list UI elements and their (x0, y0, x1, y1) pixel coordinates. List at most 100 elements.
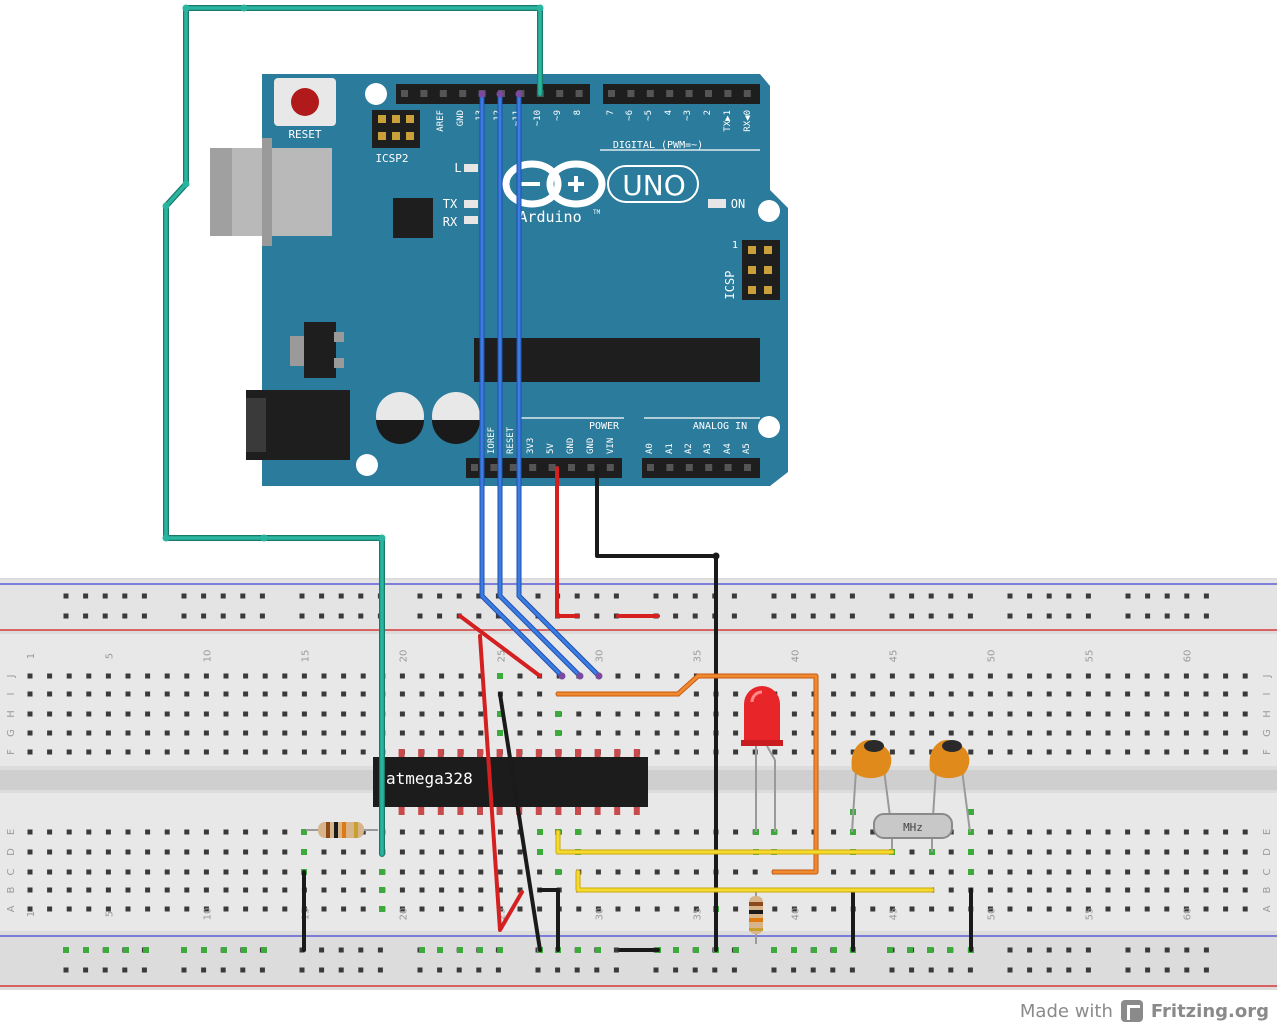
resistor-led (749, 890, 763, 944)
arduino-logo (502, 160, 699, 208)
digital-label: DIGITAL (PWM=~) (613, 140, 703, 151)
power-pin-label: GND (566, 438, 576, 454)
power-pin-label: VIN (606, 438, 616, 454)
arduino-uno-board: RESET ICSP2 L TX RX ON UNO Arduino TM DI… (210, 74, 788, 486)
bb-col-number-bottom: 25 (496, 908, 507, 921)
wire-end-marker (595, 672, 603, 680)
header-pin-label: TX▶1 (723, 110, 733, 132)
analog-pin-label: A4 (723, 443, 733, 454)
bb-col-number-top: 55 (1084, 650, 1095, 663)
wire-end-marker (240, 4, 248, 12)
wire-end-marker (536, 4, 544, 12)
bb-col-number-bottom: 50 (986, 908, 997, 921)
icsp2-label: ICSP2 (375, 152, 408, 165)
tx-led-label: TX (443, 197, 458, 211)
bb-row-letter: I (6, 693, 17, 696)
bb-row-letter: G (1262, 729, 1273, 737)
power-pin-label: GND (586, 438, 596, 454)
wire-red-5v[interactable] (555, 466, 580, 618)
wire-end-marker (496, 90, 504, 98)
bb-row-letter: D (6, 848, 17, 856)
bb-col-number-top: 1 (26, 653, 37, 659)
power-pin-label: 3V3 (526, 438, 536, 454)
wire-end-marker (162, 202, 170, 210)
bb-col-number-top: 45 (888, 650, 899, 663)
wire-end-marker (162, 534, 170, 542)
bb-col-number-bottom: 30 (594, 908, 605, 921)
bb-row-letter: F (6, 749, 17, 755)
bb-row-letter: B (6, 886, 17, 893)
bb-row-letter: A (6, 905, 17, 912)
analog-pin-label: A3 (703, 443, 713, 454)
analog-label: ANALOG IN (693, 421, 747, 432)
wire-red-cross-2[interactable] (478, 634, 524, 932)
wire-black-short[interactable] (538, 888, 560, 952)
bb-col-number-bottom: 1 (26, 911, 37, 917)
icsp-label: ICSP (723, 271, 737, 300)
l-led-label: L (454, 161, 461, 175)
header-pin-label: AREF (436, 110, 446, 132)
wire-end-marker (260, 534, 268, 542)
bb-row-letter: E (6, 829, 17, 835)
header-pin-label: ~9 (553, 110, 563, 121)
bb-row-letter: H (6, 710, 17, 718)
wire-end-marker (558, 672, 566, 680)
bb-col-number-bottom: 60 (1182, 908, 1193, 921)
fritzing-logo-icon (1120, 1000, 1143, 1022)
bb-col-number-top: 10 (202, 650, 213, 663)
footer: Made with Fritzing.org (1020, 1000, 1269, 1022)
wire-end-marker (478, 90, 486, 98)
header-pin-label: 2 (703, 110, 713, 115)
bb-col-number-bottom: 40 (790, 908, 801, 921)
bb-col-number-top: 35 (692, 650, 703, 663)
icsp-pin1-label: 1 (732, 240, 738, 251)
wire-black-diag[interactable] (498, 692, 542, 952)
wire-red-cross-1[interactable] (458, 614, 542, 678)
bb-col-number-top: 20 (398, 650, 409, 663)
bb-row-letter: D (1262, 848, 1273, 856)
header-pin-label: GND (456, 110, 466, 126)
bb-row-letter: A (1262, 905, 1273, 912)
bb-col-number-top: 5 (104, 653, 115, 659)
header-pin-label: ~3 (683, 110, 693, 121)
bb-row-letter: H (1262, 710, 1273, 718)
header-pin-label: 8 (573, 110, 583, 115)
header-pin-label: 7 (606, 110, 616, 115)
header-pin-label: 4 (664, 110, 674, 115)
bb-col-number-top: 60 (1182, 650, 1193, 663)
bb-col-number-top: 40 (790, 650, 801, 663)
power-label: POWER (589, 421, 620, 432)
bb-row-letter: F (1262, 749, 1273, 755)
bb-row-letter: B (1262, 886, 1273, 893)
power-pin-label: IOREF (487, 427, 497, 454)
bb-col-number-bottom: 35 (692, 908, 703, 921)
bb-col-number-bottom: 45 (888, 908, 899, 921)
bb-col-number-top: 15 (300, 650, 311, 663)
bb-col-number-top: 50 (986, 650, 997, 663)
header-pin-label: ~6 (625, 110, 635, 121)
bb-row-letter: I (1262, 693, 1273, 696)
crystal-label: MHz (903, 821, 923, 834)
analog-pin-label: A2 (684, 443, 694, 454)
bb-col-number-bottom: 5 (104, 911, 115, 917)
wire-black-gnd[interactable] (595, 466, 718, 952)
header-pin-label: ~10 (533, 110, 543, 126)
bb-row-letter: J (1262, 675, 1273, 679)
bb-col-number-top: 25 (496, 650, 507, 663)
header-pin-label: ~5 (644, 110, 654, 121)
resistor-reset (306, 822, 378, 838)
capacitor-1 (851, 739, 893, 833)
bb-row-letter: C (6, 868, 17, 875)
reset-label: RESET (288, 128, 321, 141)
bb-col-number-bottom: 55 (1084, 908, 1095, 921)
uno-label: UNO (622, 169, 685, 202)
arduino-brand-label: Arduino (518, 208, 581, 226)
bb-col-number-top: 30 (594, 650, 605, 663)
on-led-label: ON (731, 197, 745, 211)
wire-end-marker (712, 552, 720, 560)
wire-end-marker (576, 672, 584, 680)
fritzing-brand: Fritzing.org (1150, 1000, 1269, 1022)
analog-pin-label: A5 (742, 443, 752, 454)
wire-end-marker (182, 4, 190, 12)
